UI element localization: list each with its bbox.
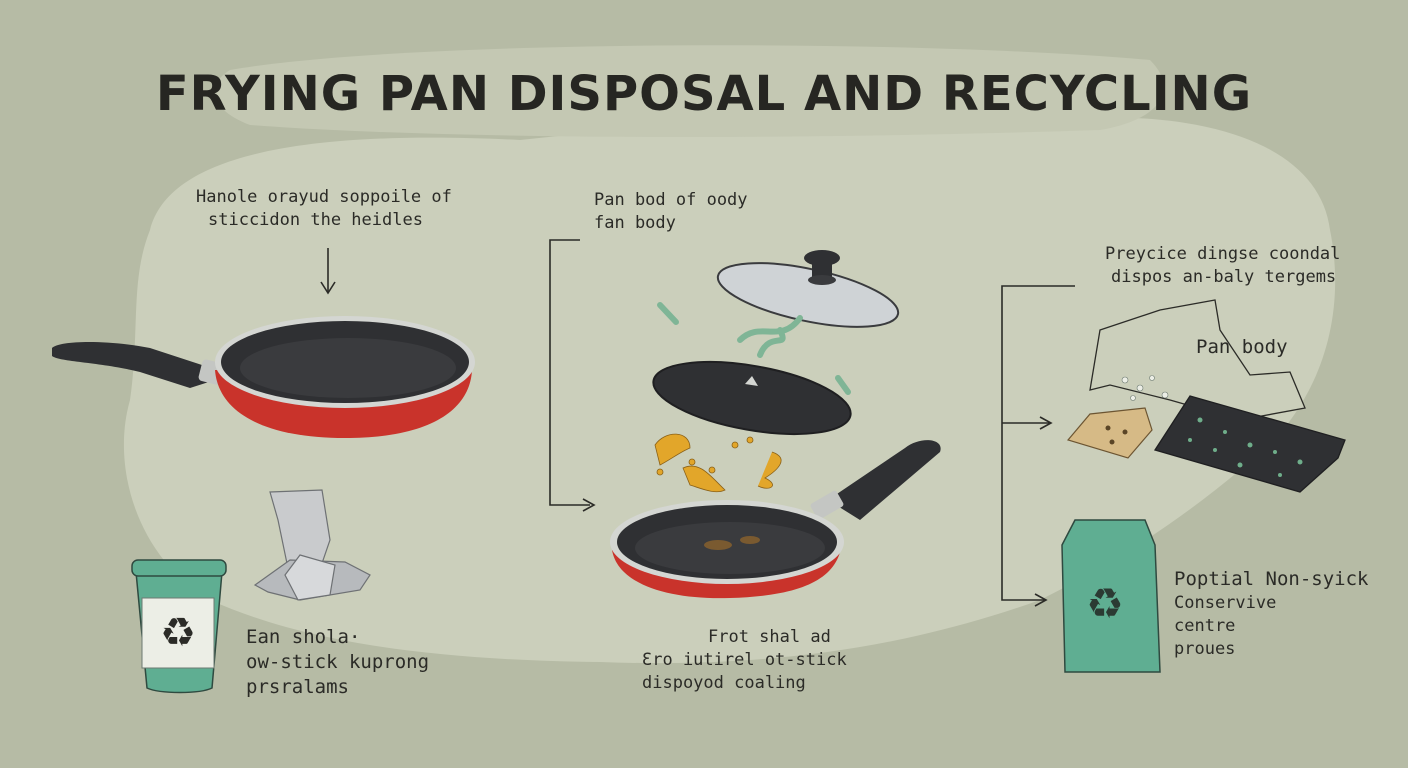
- foil-wrap-icon: [253, 489, 371, 601]
- handle-note: Hanole orayud soppoile of sticcidon the …: [196, 187, 452, 230]
- coating-mid-note: Frot shal ad Ɛro iutirel ot-stick dispoy…: [642, 627, 847, 693]
- svg-text:♻: ♻: [1086, 579, 1124, 628]
- frying-pan-icon: [52, 316, 475, 438]
- svg-text:♻: ♻: [160, 610, 196, 656]
- steam-swirl-icon: [657, 302, 851, 395]
- lid-icon: [716, 250, 900, 328]
- page-title: FRYING PAN DISPOSAL AND RECYCLING: [155, 66, 1253, 122]
- pan-body-note: Pan bod of oody fan body: [594, 190, 748, 233]
- coating-flakes-icon: [654, 433, 782, 493]
- pan-body-tag: Pan body: [1196, 336, 1288, 358]
- scrap-metal-icon: [1066, 299, 1346, 493]
- background-panel-top: [214, 45, 1164, 137]
- flow-bracket-middle: [549, 239, 596, 512]
- recycle-bin-icon: ♻: [131, 559, 227, 694]
- disposal-note: Preycice dingse coondal dispos an-baly t…: [1105, 244, 1341, 287]
- bag-note: Poptial Non-syick Conservive centre prou…: [1174, 568, 1369, 659]
- frying-pan-icon: [610, 440, 941, 599]
- coating-left-note: Ean shola· ow-stick kuprong prsralams: [246, 626, 430, 698]
- pan-body-icon: [652, 361, 852, 435]
- flow-bracket-right: [1001, 285, 1075, 607]
- down-arrow-icon: [320, 248, 336, 295]
- recycle-bag-icon: ♻: [1061, 519, 1161, 673]
